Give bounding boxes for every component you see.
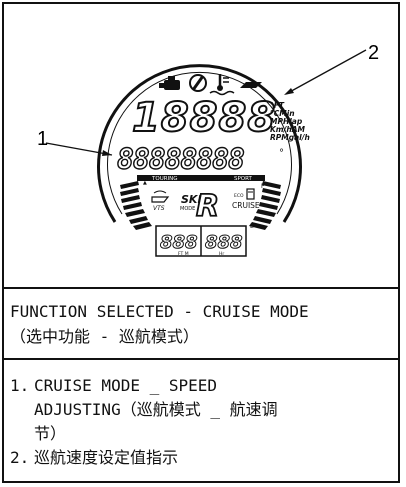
unit-cmin: °CMin bbox=[270, 109, 295, 118]
legend-item-2: 2. 巡航速度设定值指示 bbox=[10, 446, 390, 470]
touring-label: TOURING bbox=[151, 176, 178, 182]
main-digit-display: 18888 bbox=[132, 95, 276, 141]
unit-mphlap: MPHlap bbox=[270, 117, 303, 126]
callout-1-label: 1 bbox=[37, 128, 48, 150]
eco-label: ECO bbox=[234, 193, 244, 199]
function-caption: FUNCTION SELECTED - CRUISE MODE （选中功能 - … bbox=[4, 289, 398, 360]
legend-text-line: 节） bbox=[34, 424, 67, 443]
fuel-empty-label: E bbox=[250, 223, 254, 230]
callout-legend: 1. CRUISE MODE _ SPEED ADJUSTING（巡航模式 _ … bbox=[4, 362, 398, 470]
legend-text-line: ADJUSTING（巡航模式 _ 航速调 bbox=[34, 400, 278, 419]
legend-number: 2. bbox=[10, 448, 30, 467]
gear-character: R bbox=[196, 189, 219, 224]
bottom-right-unit: Hr bbox=[219, 251, 224, 257]
battery-icon bbox=[240, 82, 262, 88]
temperature-icon bbox=[209, 74, 235, 96]
gauge-illustration: 1 2 bbox=[4, 4, 398, 289]
unit-rpmgal: RPMgal/h bbox=[270, 133, 310, 142]
legend-text-line: 巡航速度设定值指示 bbox=[34, 448, 179, 467]
left-bar-marker: ▲ bbox=[143, 180, 147, 186]
matrix-display: 88888888 bbox=[117, 143, 244, 176]
engine-icon bbox=[159, 76, 180, 90]
mode-label: MODE bbox=[180, 206, 195, 212]
caption-line-1: FUNCTION SELECTED - CRUISE MODE bbox=[10, 302, 309, 321]
gauge-inner-rim bbox=[107, 71, 292, 215]
fuel-bar-graph bbox=[249, 181, 281, 230]
instruction-panel: 1 2 bbox=[2, 2, 400, 483]
cruise-label: CRUISE bbox=[232, 201, 260, 210]
matrix-degree: ° bbox=[279, 148, 284, 159]
legend-number: 1. bbox=[10, 376, 30, 395]
vts-label: VTS bbox=[153, 205, 165, 212]
unit-kmham: Km/hAM bbox=[270, 125, 306, 134]
unit-ft: °FT bbox=[270, 101, 285, 110]
callout-2-leader bbox=[285, 49, 367, 95]
ski-label: SKI bbox=[181, 193, 202, 206]
boat-icon bbox=[151, 190, 170, 203]
wrench-icon bbox=[189, 74, 207, 92]
bottom-left-digits: 888 bbox=[160, 232, 198, 253]
caption-line-2: （选中功能 - 巡航模式） bbox=[10, 327, 199, 346]
sport-label: SPORT bbox=[234, 176, 253, 182]
legend-text: 巡航速度设定值指示 bbox=[34, 446, 390, 470]
bottom-left-unit: FT M bbox=[178, 251, 189, 257]
callout-1-arrowhead bbox=[102, 150, 112, 156]
legend-item-1: 1. CRUISE MODE _ SPEED ADJUSTING（巡航模式 _ … bbox=[10, 374, 390, 446]
callout-2-arrowhead bbox=[284, 88, 294, 95]
gauge-outer-rim bbox=[97, 64, 302, 223]
bottom-right-digits: 888 bbox=[205, 232, 243, 253]
legend-text: CRUISE MODE _ SPEED ADJUSTING（巡航模式 _ 航速调… bbox=[34, 374, 390, 446]
callout-2-label: 2 bbox=[368, 42, 379, 64]
fuel-pump-icon bbox=[246, 188, 255, 200]
legend-text-line: CRUISE MODE _ SPEED bbox=[34, 376, 218, 395]
left-bar-graph bbox=[120, 181, 152, 230]
mode-band bbox=[137, 175, 265, 181]
fuel-full-label: F bbox=[261, 183, 265, 190]
callout-1-leader bbox=[45, 142, 113, 156]
gauge-drawing: 1 2 bbox=[37, 42, 379, 257]
